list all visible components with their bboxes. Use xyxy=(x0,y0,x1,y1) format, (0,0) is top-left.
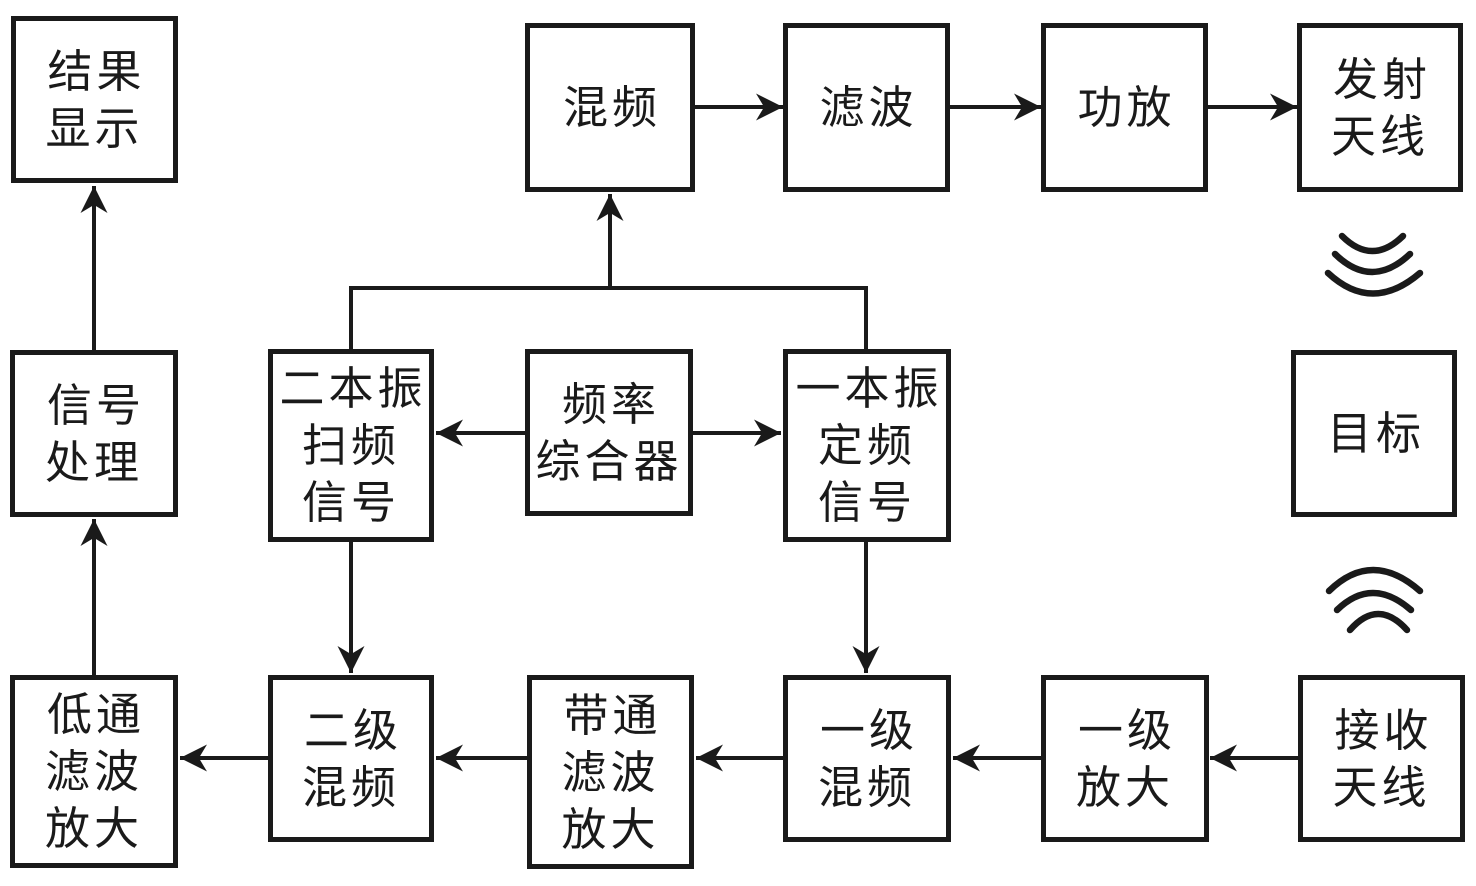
node-mixer-tx: 混频 xyxy=(525,23,695,192)
node-lo1-fixed-signal: 一本振 定频 信号 xyxy=(783,349,951,542)
node-label: 滤波 xyxy=(819,81,918,134)
node-filter-tx: 滤波 xyxy=(783,23,950,192)
rx-waves-icon xyxy=(1325,566,1424,634)
node-rx-antenna: 接收 天线 xyxy=(1298,675,1465,842)
node-label: 二级 混频 xyxy=(301,703,402,814)
node-power-amp: 功放 xyxy=(1041,23,1208,192)
node-target: 目标 xyxy=(1291,350,1457,517)
node-label: 低通 滤波 放大 xyxy=(44,688,145,855)
node-label: 一本振 定频 信号 xyxy=(795,362,943,529)
node-first-stage-mixer: 一级 混频 xyxy=(783,675,951,842)
node-signal-processing: 信号 处理 xyxy=(10,350,178,517)
node-label: 接收 天线 xyxy=(1332,703,1433,814)
node-freq-synthesizer: 频率 综合器 xyxy=(525,349,693,516)
node-label: 二本振 扫频 信号 xyxy=(279,362,427,529)
branch-lo-junction xyxy=(349,286,868,350)
node-lo2-sweep-signal: 二本振 扫频 信号 xyxy=(268,349,434,542)
node-label: 发射 天线 xyxy=(1330,52,1431,163)
node-first-stage-amp: 一级 放大 xyxy=(1041,675,1209,842)
node-label: 结果 显示 xyxy=(45,44,146,155)
node-second-stage-mixer: 二级 混频 xyxy=(268,675,434,842)
node-label: 信号 处理 xyxy=(44,378,145,489)
tx-waves-icon xyxy=(1324,232,1424,297)
node-label: 带通 滤波 放大 xyxy=(561,688,662,856)
node-bandpass-filter-amp: 带通 滤波 放大 xyxy=(527,675,694,869)
node-result-display: 结果 显示 xyxy=(11,16,178,183)
node-label: 频率 综合器 xyxy=(535,377,683,488)
node-tx-antenna: 发射 天线 xyxy=(1297,23,1463,192)
node-lowpass-filter-amp: 低通 滤波 放大 xyxy=(10,675,178,868)
node-label: 功放 xyxy=(1077,81,1176,134)
node-label: 一级 混频 xyxy=(817,703,918,814)
node-label: 混频 xyxy=(562,81,661,134)
node-label: 一级 放大 xyxy=(1075,703,1176,814)
node-label: 目标 xyxy=(1326,407,1425,460)
